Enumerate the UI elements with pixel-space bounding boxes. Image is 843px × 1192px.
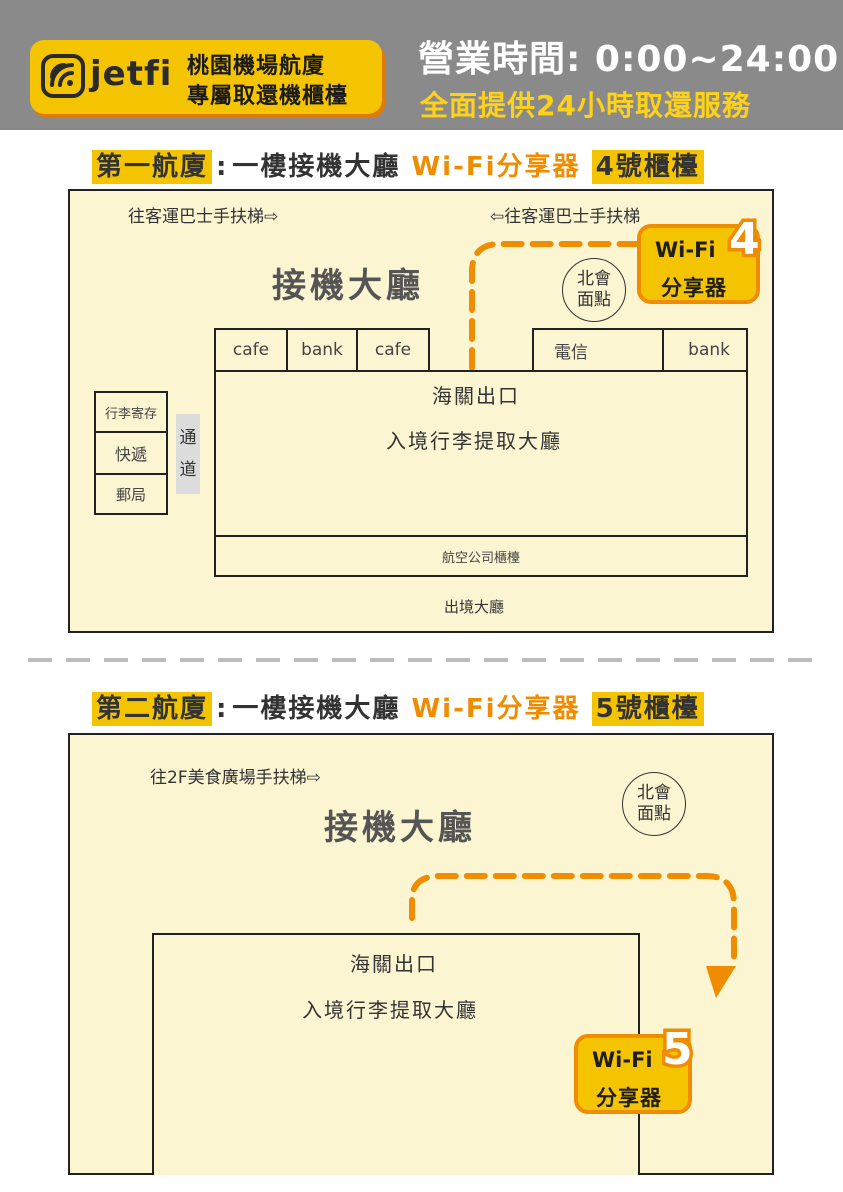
t2-wifi-counter-badge: Wi-Fi 5 分享器 [574,1021,696,1114]
t1-baggage-claim-label: 入境行李提取大廳 [386,429,562,453]
t2-meeting-point-line1: 北會 [637,783,671,803]
logo-badge: jetfi 桃園機場航廈 專屬取還機櫃檯 [30,40,382,114]
t1-badge-number: 4 [726,211,764,269]
t2-baggage-claim-label: 入境行李提取大廳 [302,998,478,1022]
t2-arrival-hall-label: 接機大廳 [324,808,476,848]
t1-escalator-left: 往客運巴士手扶梯⇨ [128,207,279,227]
terminal1-counter: 4號櫃檯 [591,150,704,184]
t1-service-post-office: 郵局 [94,473,168,515]
t2-escalator: 往2F美食廣場手扶梯⇨ [150,768,321,788]
t2-badge-sub: 分享器 [596,1086,662,1110]
terminal1-title: 第一航廈:一樓接機大廳 Wi-Fi分享器 4號櫃檯 [92,146,704,184]
title-colon: : [216,694,229,724]
terminal2-floor: 一樓接機大廳 [232,694,401,724]
logo-wordmark: jetfi [90,54,173,94]
t1-airline-counter: 航空公司櫃檯 [214,535,748,577]
t1-passage-char-2: 道 [179,460,197,480]
title-colon: : [216,152,229,182]
t2-meeting-point-line2: 面點 [637,804,671,824]
t2-badge-number: 5 [659,1021,697,1079]
t1-meeting-point-line1: 北會 [577,269,611,289]
t1-departure-hall: 出境大廳 [444,598,505,616]
t2-meeting-point: 北會 面點 [622,772,686,836]
t1-badge-sub: 分享器 [661,276,727,300]
t2-route-arrowhead [706,966,736,998]
terminal2-name: 第二航廈 [92,692,213,726]
header-bar: jetfi 桃園機場航廈 專屬取還機櫃檯 營業時間: 0:00~24:00 全面… [0,0,843,130]
t1-meeting-point: 北會 面點 [562,258,626,322]
terminal1-name: 第一航廈 [92,150,213,184]
wifi-logo-icon [41,54,85,98]
t1-shop-telecom: 電信 [532,328,664,372]
terminal2-counter: 5號櫃檯 [591,692,704,726]
t2-customs-exit: 海關出口 [350,952,438,976]
t1-shop-bank-1: bank [286,328,358,372]
business-hours: 營業時間: 0:00~24:00 [418,39,840,80]
terminal2-product: Wi-Fi分享器 [411,694,581,724]
t1-passage: 通 道 [176,414,200,494]
t1-badge-wifi-text: Wi-Fi [655,238,716,262]
logo-subtitle-line2: 專屬取還機櫃檯 [187,84,349,109]
t2-badge-wifi-text: Wi-Fi [592,1048,653,1072]
terminal2-title: 第二航廈:一樓接機大廳 Wi-Fi分享器 5號櫃檯 [92,688,704,726]
logo-subtitle-line1: 桃園機場航廈 [187,54,326,79]
t1-arrival-hall-label: 接機大廳 [272,266,424,306]
t1-wifi-counter-badge: Wi-Fi 4 分享器 [637,211,763,304]
service-note: 全面提供24小時取還服務 [420,89,751,122]
t2-baggage-hall [152,933,640,1175]
t1-passage-char-1: 通 [179,428,197,448]
t1-shop-cafe-2: cafe [356,328,430,372]
t1-meeting-point-line2: 面點 [577,290,611,310]
terminal1-product: Wi-Fi分享器 [411,152,581,182]
t1-escalator-right: ⇦往客運巴士手扶梯 [490,207,641,227]
t1-service-luggage-storage: 行李寄存 [94,391,168,433]
section-divider [28,658,820,662]
terminal1-floor: 一樓接機大廳 [232,152,401,182]
t1-customs-exit: 海關出口 [432,384,520,408]
t1-service-courier: 快遞 [94,431,168,475]
